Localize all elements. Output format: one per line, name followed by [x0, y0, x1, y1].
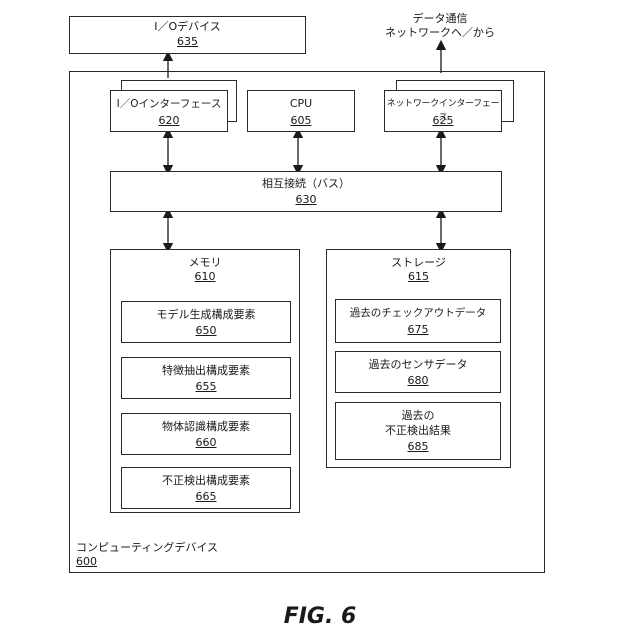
io-interface-ref: 620: [111, 114, 227, 128]
past-checkout-data-label: 過去のチェックアウトデータ: [336, 306, 500, 320]
memory-ref: 610: [111, 270, 299, 284]
cpu-ref: 605: [248, 114, 354, 128]
io-interface-label: I／Oインターフェース: [111, 97, 227, 111]
storage-label: ストレージ: [327, 256, 510, 270]
io-interface-box: I／Oインターフェース 620: [110, 90, 228, 132]
cpu-label: CPU: [248, 97, 354, 111]
model-generation-label: モデル生成構成要素: [122, 308, 290, 322]
past-fraud-results-label-line2: 不正検出結果: [336, 424, 500, 438]
past-checkout-data-ref: 675: [336, 323, 500, 337]
past-fraud-results-ref: 685: [336, 440, 500, 454]
past-fraud-detection-results-box: 過去の 不正検出結果 685: [335, 402, 501, 460]
fraud-detection-ref: 665: [122, 490, 290, 504]
feature-extraction-label: 特徴抽出構成要素: [122, 364, 290, 378]
past-sensor-data-label: 過去のセンサデータ: [336, 358, 500, 372]
io-device-ref: 635: [70, 35, 305, 49]
object-recognition-ref: 660: [122, 436, 290, 450]
io-device-label: I／Oデバイス: [70, 20, 305, 34]
past-checkout-data-box: 過去のチェックアウトデータ 675: [335, 299, 501, 343]
past-fraud-results-label-line1: 過去の: [336, 409, 500, 423]
io-device-box: I／Oデバイス 635: [69, 16, 306, 54]
figure-label: FIG. 6: [0, 604, 640, 629]
computing-device-ref: 600: [76, 555, 97, 569]
network-interface-ref: 625: [385, 114, 501, 128]
past-sensor-data-box: 過去のセンサデータ 680: [335, 351, 501, 393]
data-comm-line2: ネットワークへ／から: [370, 26, 510, 40]
storage-box: ストレージ 615 過去のチェックアウトデータ 675 過去のセンサデータ 68…: [326, 249, 511, 468]
bus-box: 相互接続（バス） 630: [110, 171, 502, 212]
memory-label: メモリ: [111, 256, 299, 270]
computing-device-label: コンピューティングデバイス: [76, 541, 218, 555]
feature-extraction-component-box: 特徴抽出構成要素 655: [121, 357, 291, 399]
fraud-detection-component-box: 不正検出構成要素 665: [121, 467, 291, 509]
cpu-box: CPU 605: [247, 90, 355, 132]
fraud-detection-label: 不正検出構成要素: [122, 474, 290, 488]
past-sensor-data-ref: 680: [336, 374, 500, 388]
object-recognition-label: 物体認識構成要素: [122, 420, 290, 434]
object-recognition-component-box: 物体認識構成要素 660: [121, 413, 291, 455]
memory-box: メモリ 610 モデル生成構成要素 650 特徴抽出構成要素 655 物体認識構…: [110, 249, 300, 513]
feature-extraction-ref: 655: [122, 380, 290, 394]
bus-ref: 630: [111, 193, 501, 207]
model-generation-ref: 650: [122, 324, 290, 338]
bus-label: 相互接続（バス）: [111, 177, 501, 191]
network-interface-box: ネットワークインターフェース 625: [384, 90, 502, 132]
model-generation-component-box: モデル生成構成要素 650: [121, 301, 291, 343]
data-comm-line1: データ通信: [370, 12, 510, 26]
storage-ref: 615: [327, 270, 510, 284]
